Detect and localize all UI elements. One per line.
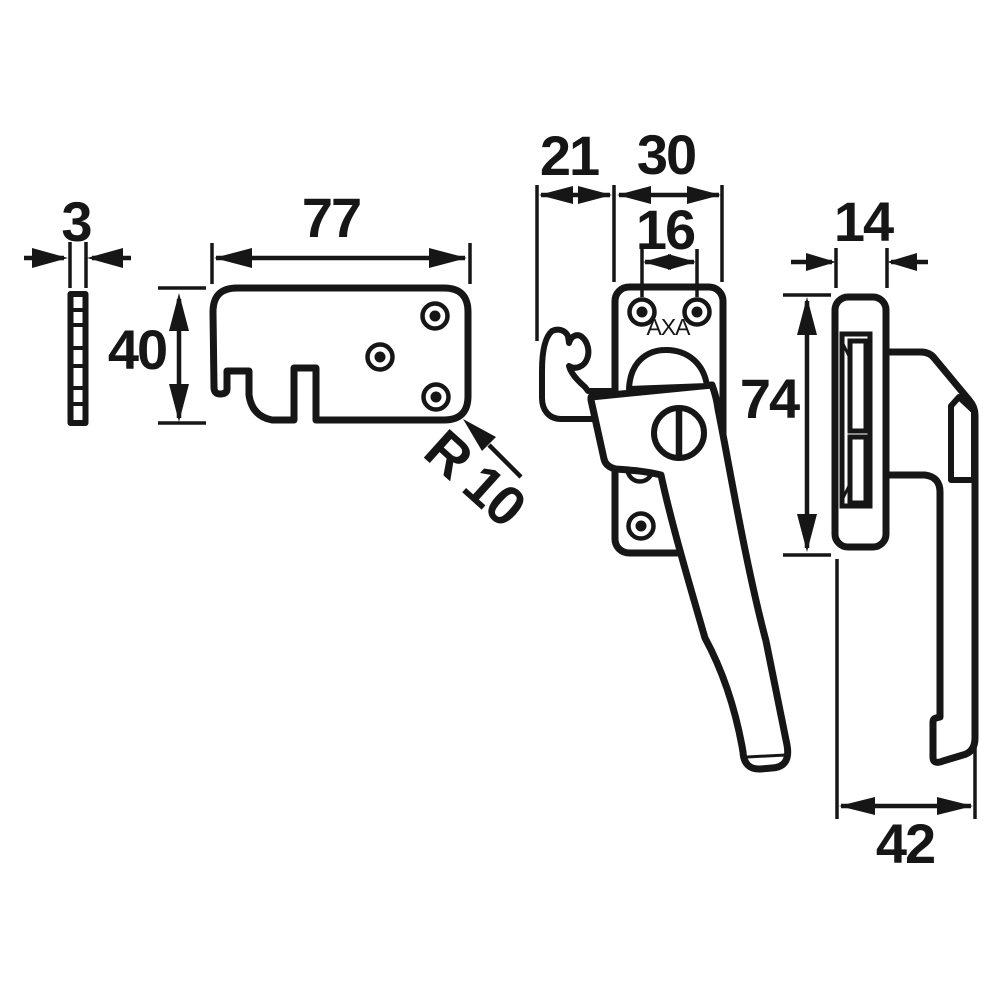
screw-hole-center xyxy=(636,306,648,318)
handle-lever xyxy=(587,381,792,773)
handle-front-view: AXA 21 30 16 74 xyxy=(535,123,831,773)
screw-hole-center xyxy=(374,351,386,363)
arrowhead xyxy=(578,186,612,204)
plate-recess xyxy=(839,331,873,509)
arrowhead xyxy=(429,248,467,268)
plate-slot-upper xyxy=(847,338,869,434)
dim-hole-spacing-label: 16 xyxy=(636,198,695,261)
arrowhead xyxy=(806,253,836,271)
arrowhead xyxy=(797,297,817,335)
plate-slot-lower xyxy=(847,434,869,506)
striking-plate-view: 77 40 R 10 xyxy=(108,186,537,538)
arrowhead xyxy=(87,248,123,268)
arrowhead xyxy=(687,186,721,204)
arrowhead xyxy=(839,797,875,815)
striking-plate-outline xyxy=(209,284,472,424)
leader-line xyxy=(487,443,523,479)
chamfer-line xyxy=(841,343,851,357)
dim-plate-width-label: 77 xyxy=(302,186,360,249)
radius-annotation: R 10 xyxy=(413,417,537,538)
arrowhead xyxy=(463,419,496,451)
arrowhead xyxy=(937,797,973,815)
edge-hole-mark xyxy=(73,386,83,390)
dim-side-depth-label: 14 xyxy=(834,190,894,253)
grip-end-line xyxy=(746,753,787,759)
arrowhead xyxy=(887,253,917,271)
thin-plate-edge-view: 3 xyxy=(24,190,131,426)
screw-hole-center xyxy=(691,306,703,318)
dim-handle-reach-label: 42 xyxy=(876,812,934,875)
arrowhead xyxy=(32,248,68,268)
dim-base-height-label: 74 xyxy=(740,367,800,430)
latch-hook-side xyxy=(948,394,977,483)
screw-hole-center xyxy=(429,310,441,322)
arrowhead xyxy=(643,254,671,270)
arrowhead xyxy=(169,293,189,331)
dim-corner-radius-label: R 10 xyxy=(413,417,537,538)
brand-logo-text: AXA xyxy=(646,314,691,340)
arrowhead xyxy=(169,384,189,422)
arrowhead xyxy=(797,514,817,552)
lever-dome xyxy=(626,347,710,392)
edge-hole-mark xyxy=(73,364,83,368)
edge-hole-mark xyxy=(73,346,83,350)
screw-hole-center xyxy=(635,520,647,532)
screw-hole-center xyxy=(430,391,442,403)
arrowhead xyxy=(668,254,696,270)
dim-plate-height-label: 40 xyxy=(108,318,166,381)
arrowhead xyxy=(617,186,651,204)
dim-thickness-label: 3 xyxy=(61,190,91,253)
dim-base-width-label: 30 xyxy=(637,123,695,186)
edge-hole-mark xyxy=(73,308,83,312)
chamfer-line xyxy=(841,485,851,499)
handle-side-view: 14 42 xyxy=(791,190,979,875)
edge-hole-mark xyxy=(73,323,83,327)
arrowhead xyxy=(539,186,573,204)
dim-hook-offset-label: 21 xyxy=(540,124,599,187)
edge-hole-mark xyxy=(73,402,83,406)
arrowhead xyxy=(214,248,252,268)
